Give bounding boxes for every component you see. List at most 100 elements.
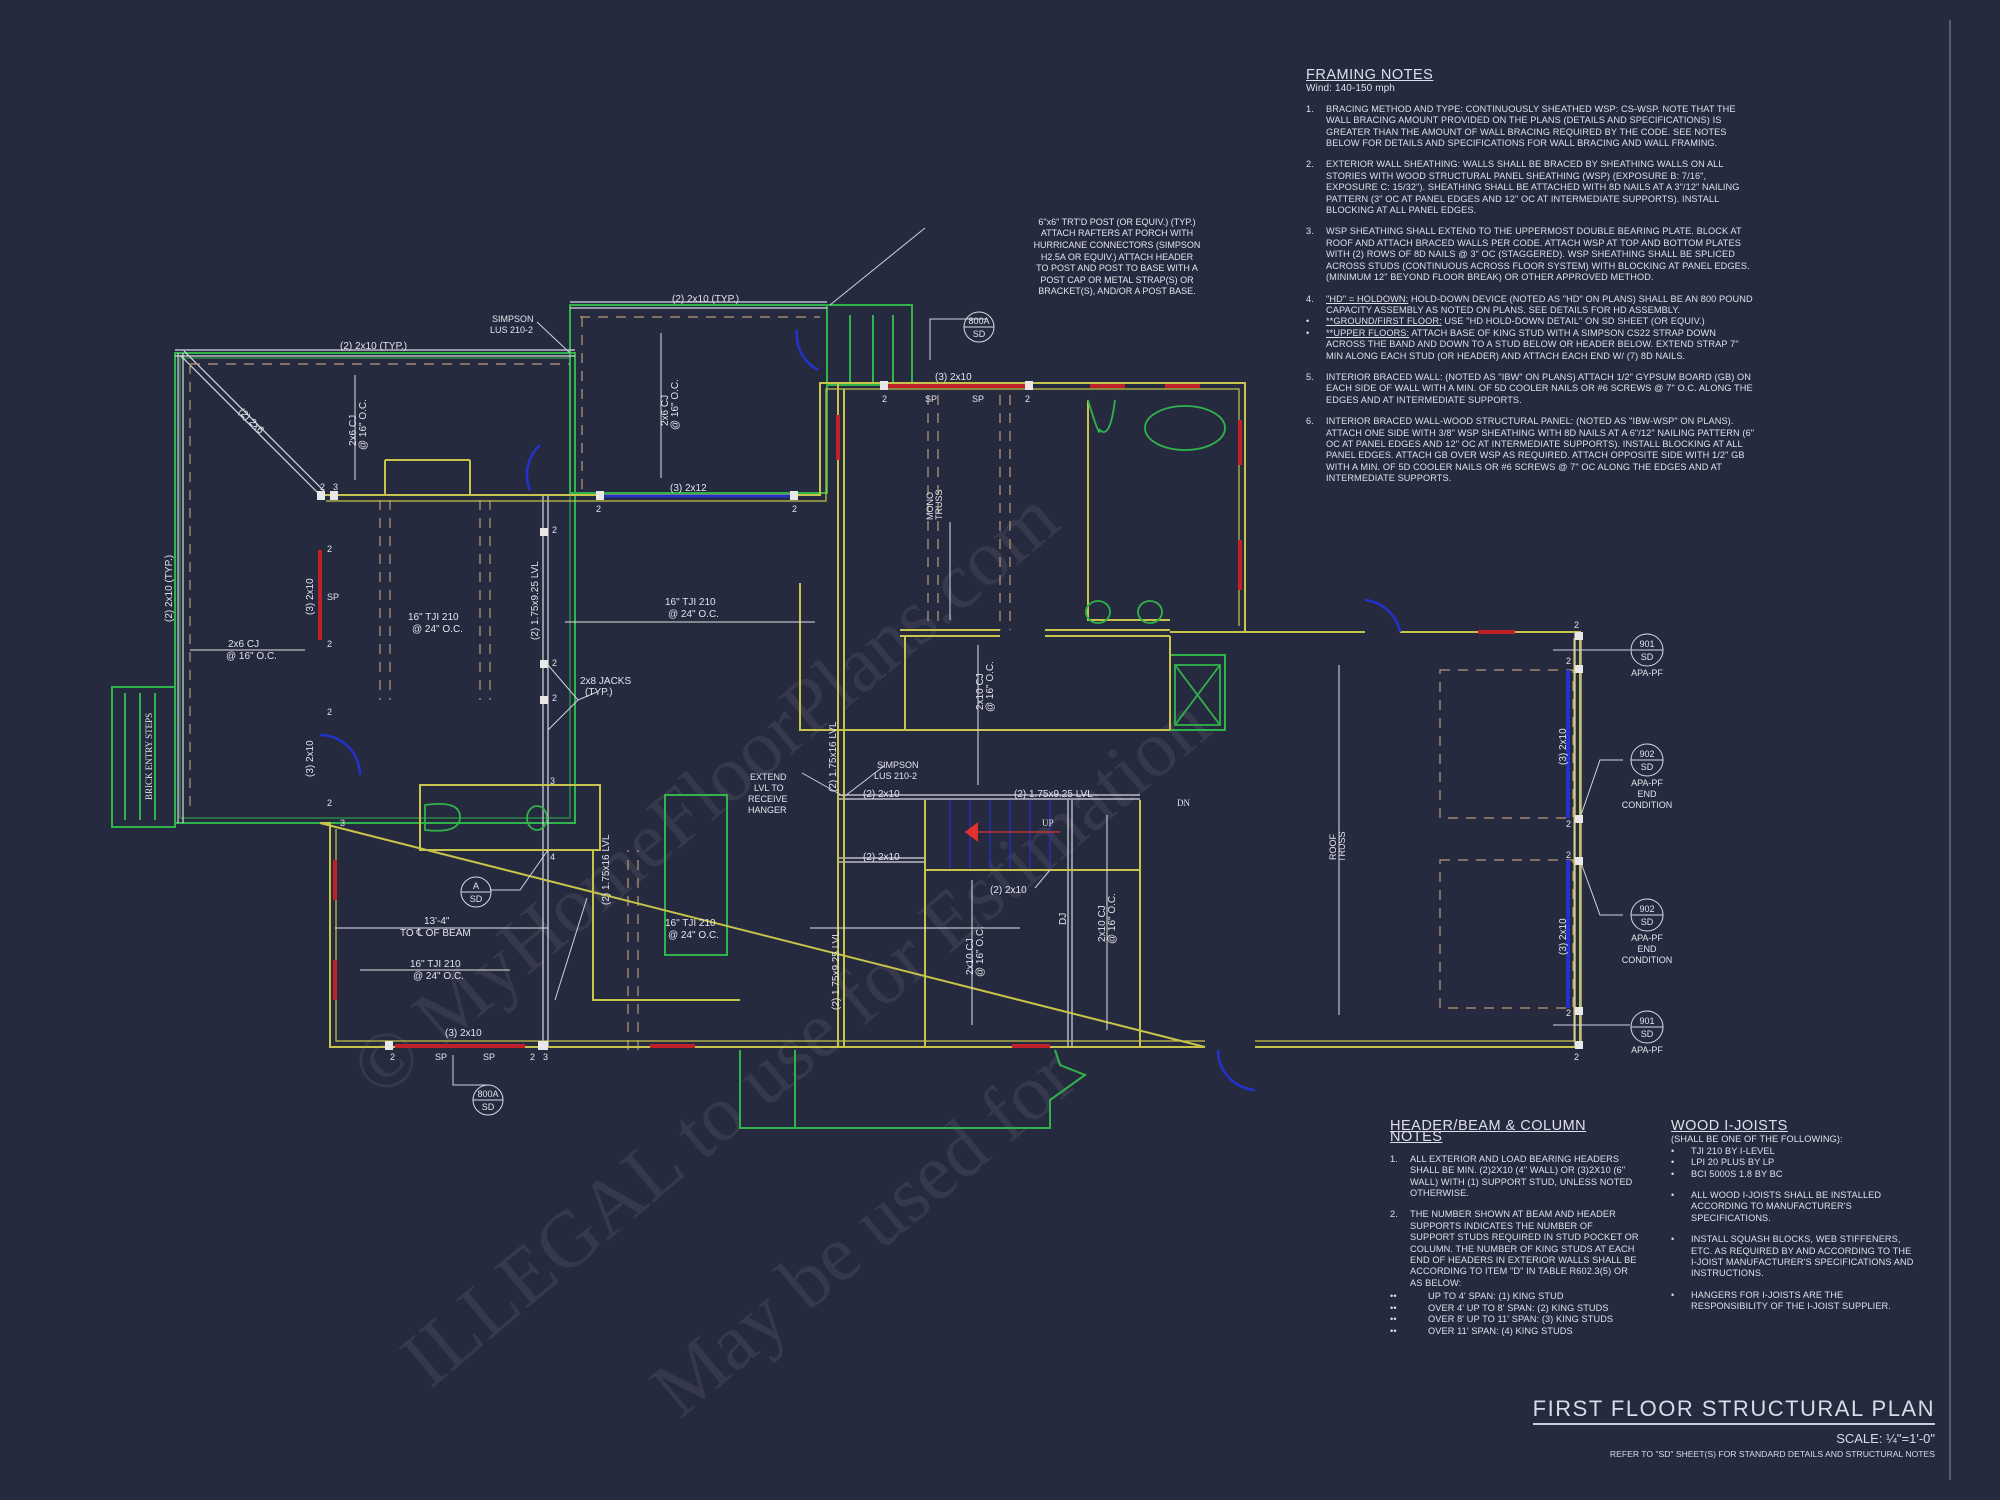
support-count: 2 — [596, 504, 601, 514]
door-swing — [1364, 598, 1402, 633]
joist-label: @ 24" O.C. — [668, 930, 719, 941]
bullet-icon: • — [1671, 1190, 1675, 1201]
plan-labels: (2) 2x10 (TYP.) SIMPSON LUS 210-2 (2) 2x… — [144, 294, 1569, 1039]
member-label: (2) 2x10 (TYP.) — [164, 555, 175, 622]
note-number: 2. — [1390, 1209, 1398, 1220]
note-number: 3. — [1306, 226, 1314, 237]
fireplace — [384, 459, 471, 495]
joist-note: •INSTALL SQUASH BLOCKS, WEB STIFFENERS, … — [1671, 1234, 1916, 1280]
span-bullet: ••OVER 8' UP TO 11' SPAN: (3) KING STUDS — [1390, 1314, 1640, 1325]
header-notes-title: HEADER/BEAM & COLUMN NOTES — [1390, 1118, 1587, 1146]
bullet-icon: • — [1671, 1157, 1675, 1168]
note-label: HANGER — [748, 805, 787, 815]
support-count: 2 — [1566, 819, 1571, 829]
note-text: EXTERIOR WALL SHEATHING: WALLS SHALL BE … — [1326, 159, 1740, 216]
rear-steps — [826, 304, 913, 386]
callout-note: APA-PF — [1631, 668, 1663, 678]
support-count: 2 — [1566, 1008, 1571, 1018]
note-label: EXTEND — [750, 772, 787, 782]
beam-label: (2) 1.75x9.25 LVL — [1014, 789, 1093, 800]
support-count: 2 — [327, 798, 332, 808]
bullet-icon: • — [1671, 1168, 1675, 1179]
option-text: LPI 20 PLUS BY LP — [1691, 1157, 1775, 1168]
joist-label: 2x6 CJ — [228, 639, 259, 650]
callout-number: 800A — [968, 316, 989, 326]
note-text: ALL WOOD I-JOISTS SHALL BE INSTALLED ACC… — [1691, 1190, 1882, 1223]
support-count: 2 — [792, 504, 797, 514]
member-label: (2) 2x10 — [863, 789, 900, 800]
hanger-label: LUS 210-2 — [874, 771, 917, 781]
joist-label: DJ — [1058, 913, 1069, 925]
note-text: INTERIOR BRACED WALL-WOOD STRUCTURAL PAN… — [1326, 416, 1755, 484]
callout-note: END — [1637, 944, 1657, 954]
bullet-icon: • — [1671, 1145, 1675, 1156]
bullet-icon: •• — [1390, 1302, 1397, 1313]
member-label: (2) 2x6 — [236, 406, 266, 436]
porch-outlines — [111, 304, 1226, 1129]
joist-label: @ 16" O.C. — [358, 399, 369, 450]
framing-notes-title: FRAMING NOTES — [1306, 67, 1434, 83]
member-label: (2) 2x10 (TYP.) — [340, 341, 407, 352]
watermark: © MyHomeFloorPlans.com ILLEGAL to use fo… — [335, 473, 1226, 1434]
note-bullet: •**UPPER FLOORS: ATTACH BASE OF KING STU… — [1306, 328, 1756, 362]
callout-note: CONDITION — [1622, 800, 1673, 810]
joist-label: @ 24" O.C. — [668, 609, 719, 620]
note-item: 2.EXTERIOR WALL SHEATHING: WALLS SHALL B… — [1306, 159, 1756, 216]
member-label: (3) 2x10 — [1558, 728, 1569, 765]
wood-i-joists-notes: WOOD I-JOISTS (SHALL BE ONE OF THE FOLLO… — [1671, 1118, 1916, 1323]
joists-title: WOOD I-JOISTS — [1671, 1118, 1788, 1134]
span-text: UP TO 4' SPAN: (1) KING STUD — [1428, 1291, 1564, 1302]
callout-sheet: SD — [1641, 917, 1654, 927]
support-count: SP — [925, 394, 937, 404]
front-porch — [739, 1049, 1088, 1129]
callout-note: APA-PF — [1631, 778, 1663, 788]
support-count: 2 — [1566, 656, 1571, 666]
support-count: 2 — [1574, 1052, 1579, 1062]
note-line: ATTACH RAFTERS AT PORCH WITH — [1041, 228, 1193, 238]
callout-number: 800A — [477, 1089, 498, 1099]
support-count: 2 — [390, 1052, 395, 1062]
support-count: 2 — [1574, 620, 1579, 630]
support-count: 3 — [543, 1052, 548, 1062]
stair — [949, 800, 1060, 868]
member-label: (3) 2x10 — [305, 740, 316, 777]
door-swing — [525, 444, 541, 491]
support-count: 2 — [327, 639, 332, 649]
note-number: 5. — [1306, 371, 1314, 382]
note-text: ATTACH BASE OF KING STUD WITH A SIMPSON … — [1326, 327, 1739, 361]
rear-porch — [569, 304, 828, 494]
support-posts — [317, 381, 1583, 1050]
joist-label: 16" TJI 210 — [665, 597, 716, 608]
callout-number: 902 — [1639, 749, 1654, 759]
joist-label: 2x6 CJ — [348, 415, 359, 446]
span-bullet: ••UP TO 4' SPAN: (1) KING STUD — [1390, 1291, 1640, 1302]
note-number: 4. — [1306, 293, 1314, 304]
joist-option: •TJI 210 BY I-LEVEL — [1671, 1146, 1916, 1157]
sink — [526, 805, 548, 831]
support-count: 4 — [550, 852, 555, 862]
leader-lines — [452, 227, 1630, 1086]
note-item: 3.WSP SHEATHING SHALL EXTEND TO THE UPPE… — [1306, 226, 1756, 283]
joist-label: @ 16" O.C. — [1107, 893, 1118, 944]
callout-note: APA-PF — [1631, 1045, 1663, 1055]
stair-arrow-icon — [965, 822, 978, 842]
span-bullet: ••OVER 11' SPAN: (4) KING STUDS — [1390, 1326, 1640, 1337]
sink — [1085, 600, 1111, 624]
interior-wall — [837, 383, 845, 1047]
support-count: SP — [435, 1052, 447, 1062]
stair-down-label: DN — [1177, 798, 1190, 808]
note-item: 1.ALL EXTERIOR AND LOAD BEARING HEADERS … — [1390, 1154, 1640, 1200]
support-count: SP — [327, 592, 339, 602]
bullet-icon: • — [1671, 1234, 1675, 1245]
joist-label: @ 16" O.C. — [975, 926, 986, 977]
steps-label: BRICK ENTRY STEPS — [144, 713, 154, 800]
watermark-line: © MyHomeFloorPlans.com — [335, 473, 1075, 1114]
joist-option: •BCI 5000s 1.8 BY BC — [1671, 1169, 1916, 1180]
support-count: 2 — [882, 394, 887, 404]
doors — [319, 329, 1570, 1092]
joist-option: • LPI 20 PLUS BY LP — [1671, 1157, 1916, 1168]
span-text: OVER 11' SPAN: (4) KING STUDS — [1428, 1325, 1573, 1336]
note-text: BRACING METHOD AND TYPE: CONTINUOUSLY SH… — [1326, 103, 1736, 149]
sheet-title: FIRST FLOOR STRUCTURAL PLAN — [1532, 1396, 1935, 1425]
support-count: 2 — [552, 525, 557, 535]
